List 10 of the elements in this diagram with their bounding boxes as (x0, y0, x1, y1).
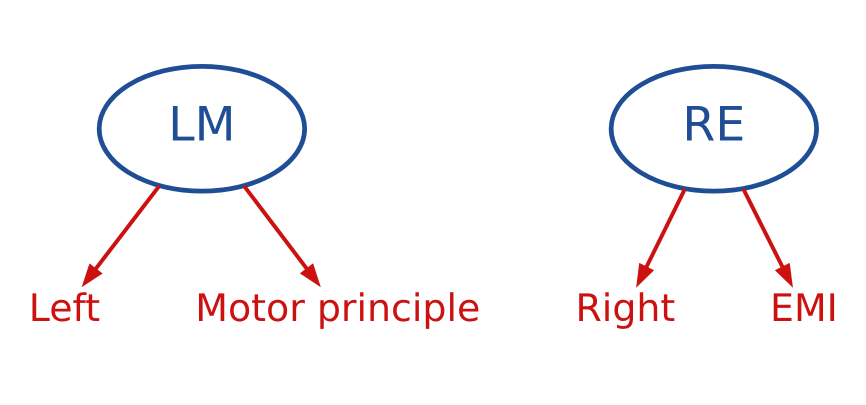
arrow (742, 188, 793, 288)
node-ellipse: RE (608, 63, 819, 194)
node-text: EMI (770, 286, 838, 330)
arrow (82, 184, 161, 287)
node-ellipse: LM (96, 63, 307, 194)
node-text: Left (28, 286, 100, 330)
arrow (636, 188, 687, 288)
node-text: Motor principle (195, 286, 480, 330)
arrow (242, 184, 321, 287)
node-text: Right (575, 286, 676, 330)
